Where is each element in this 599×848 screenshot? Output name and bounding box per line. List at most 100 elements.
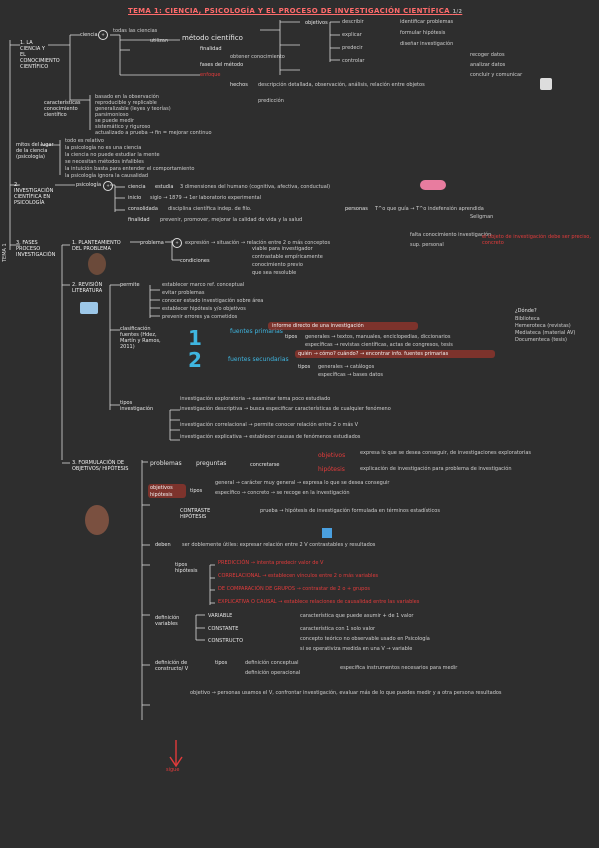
finalidad2-node: finalidad (128, 217, 150, 223)
p2-label: 2. REVISIÓN LITERATURA (72, 282, 103, 294)
contraste-desc: prueba → hipótesis de investigación form… (260, 508, 440, 514)
caract-item-0: basado en la observación (95, 94, 159, 100)
section-1-label: 1. LA CIENCIA Y EL CONOCIMIENTO CIENTÍFI… (20, 40, 60, 70)
book-icon (80, 302, 98, 314)
donde-item-0: Biblioteca (515, 316, 540, 322)
side-label: TEMA 1 (2, 243, 8, 262)
right-item-3: recoger datos (470, 52, 505, 58)
obj-item-3: controlar (342, 58, 365, 64)
personas-desc: T^o que guía → T^o indefensión aprendida (375, 206, 484, 212)
section-3-label: 3. FASES PROCESO INVESTIGACIÓN (16, 240, 56, 258)
constr-desc2: si se operativiza medida en una V → vari… (300, 646, 413, 652)
deben-node: deben (155, 542, 171, 548)
preguntas-node: preguntas (196, 460, 227, 467)
tipos3-node: tipos (190, 488, 203, 494)
hechos-node: hechos (230, 82, 248, 88)
circle-icon: + (98, 30, 108, 40)
caract-item-6: actualizado a prueba → fin = mejorar con… (95, 130, 212, 136)
def-var-label: definición variables (155, 615, 180, 627)
tipo-hip-3: EXPLICATIVA O CAUSAL → establece relacio… (218, 599, 420, 605)
psicologia-node: psicología (76, 182, 102, 188)
def-oper: definición operacional (245, 670, 301, 676)
donde-item-2: Mediateca (material AV) (515, 330, 576, 336)
objetivos-node: objetivos (318, 452, 346, 459)
donde-item-1: Hemeroteca (revistas) (515, 323, 571, 329)
clasif-label: clasificación fuentes (Hdez, Martín y Ra… (120, 326, 161, 350)
obj-label: objetivos (150, 485, 173, 491)
sigue-label: sigue (166, 767, 180, 773)
finalidad2-desc: prevenir, promover, mejorar la calidad d… (160, 217, 303, 223)
p1-note: el objeto de investigación debe ser prec… (482, 234, 591, 246)
finalidad-desc: obtener conocimiento (230, 54, 285, 60)
right-item-1: formular hipótesis (400, 30, 446, 36)
objetivo-txt: objetivo → personas usamos el V, confron… (190, 690, 502, 696)
estudia-node: estudia (155, 184, 174, 190)
circle-icon: + (103, 181, 113, 191)
deben-desc: ser doblemente útiles: expresar relación… (182, 542, 376, 548)
consolidada-desc: disciplina científica indep. de filo. (168, 206, 252, 212)
hechos-desc: descripción detallada, observación, anál… (258, 82, 425, 88)
ciencia-node: ciencia (80, 32, 98, 38)
def-constr-label: definición de constructo/ V (155, 660, 189, 672)
inicio-desc: siglo → 1879 → 1er laboratorio experimen… (150, 195, 262, 201)
p1-c: sup. personal (410, 242, 444, 248)
permite-item-1: evitar problemas (162, 290, 205, 296)
circle-icon: + (172, 238, 182, 248)
fuentes-primarias: fuentes primarias (230, 328, 283, 335)
hip-general: general → carácter muy general → expresa… (215, 480, 390, 486)
chart-icon (322, 528, 332, 538)
donde-item-3: Documenteca (tesis) (515, 337, 567, 343)
caract-item-1: reproducible y replicable (95, 100, 157, 106)
cond-item-2: conocimiento previo (252, 262, 303, 268)
p1-label: 1. PLANTEAMIENTO DEL PROBLEMA (72, 240, 121, 252)
tipos-inv-label: tipos investigación (120, 400, 154, 412)
cond-item-1: contrastable empíricamente (252, 254, 323, 260)
number-one-icon: 1 (188, 326, 202, 350)
prediccion-node: predicción (258, 98, 284, 104)
constructo-node: CONSTRUCTO (208, 638, 244, 644)
tipos2-node: tipos (298, 364, 311, 370)
number-two-icon: 2 (188, 348, 202, 372)
permite-item-2: conocer estado investigación sobre área (162, 298, 264, 304)
avatar (88, 253, 106, 275)
right-item-5: concluir y comunicar (470, 72, 523, 78)
mito-item-4: la intuición basta para entender el comp… (65, 166, 195, 172)
fp-tipos2: específicas → revistas científicas, acta… (305, 342, 453, 348)
cond-item-3: que sea resoluble (252, 270, 297, 276)
highlight (268, 322, 418, 330)
highlight (295, 350, 495, 358)
right-item-4: analizar datos (470, 62, 506, 68)
mito-item-1: la psicología no es una ciencia (65, 145, 142, 151)
mito-item-2: la ciencia no puede estudiar la mente (65, 152, 160, 158)
obj-item-1: explicar (342, 32, 362, 38)
mito-item-3: se necesitan métodos infalibles (65, 159, 144, 165)
tipos-node: tipos (285, 334, 298, 340)
hip-desc: explicación de investigación para proble… (360, 466, 512, 472)
fp-tipos: generales → textos, manuales, encicloped… (305, 334, 451, 340)
page-title: TEMA 1: CIENCIA, PSICOLOGÍA Y EL PROCESO… (128, 7, 463, 15)
p1-b: falta conocimiento investigación (410, 232, 492, 238)
condiciones-node: condiciones (180, 258, 210, 264)
right-item-0: identificar problemas (400, 19, 454, 25)
mito-item-5: la psicología ignora la causalidad (65, 173, 149, 179)
enfoque-node: enfoque (200, 72, 221, 78)
constr-desc: concepto teórico no observable usado en … (300, 636, 430, 642)
permite-item-4: prevenir errores ya cometidos (162, 314, 238, 320)
caracteristicas-label: características conocimiento científico (44, 100, 81, 118)
tipos-hip-label: tipos hipótesis (175, 562, 198, 574)
seligman-node: Seligman (470, 214, 494, 220)
inv-item-2: investigación correlacional → permite co… (180, 422, 359, 428)
inv-item-3: investigación explicativa → establecer c… (180, 434, 361, 440)
variable-node: VARIABLE (208, 613, 233, 619)
tipos4-node: tipos (215, 660, 228, 666)
document-icon (540, 78, 552, 90)
ciencia2-node: ciencia (128, 184, 146, 190)
p1-a: expresión → situación → relación entre 2… (185, 240, 331, 246)
contraste-label: CONTRASTE HIPÓTESIS (180, 508, 211, 520)
ciencia-def2: utilizan (150, 38, 169, 44)
obj-item-2: predecir (342, 45, 363, 51)
metodo-node: método científico (182, 34, 243, 42)
fuentes-secundarias: fuentes secundarias (228, 356, 289, 363)
consolidada-node: consolidada (128, 206, 158, 212)
estudia-desc: 3 dimensiones del humano (cognitiva, afe… (180, 184, 331, 190)
